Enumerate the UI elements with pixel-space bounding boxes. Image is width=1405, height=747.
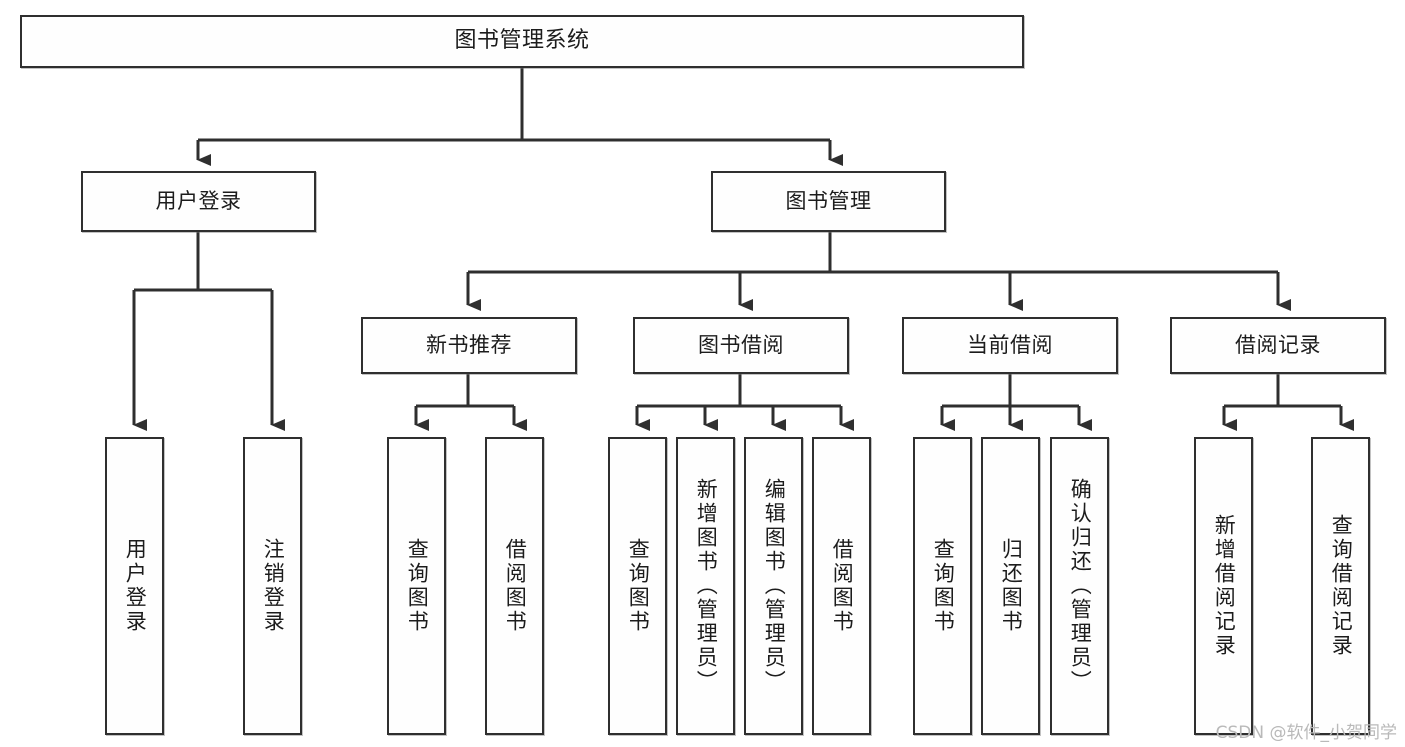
node-user-login[interactable]: 用户登录 (81, 171, 316, 232)
node-book-borrow[interactable]: 图书借阅 (633, 317, 849, 374)
node-leaf-query-book-borrow[interactable]: 查询图书 (608, 437, 667, 735)
node-leaf-confirm-return-admin[interactable]: 确认归还（管理员） (1050, 437, 1109, 735)
node-book-borrow-label: 图书借阅 (698, 332, 784, 357)
node-leaf-borrow-book[interactable]: 借阅图书 (812, 437, 871, 735)
node-leaf-query-book-borrow-label: 查询图书 (626, 538, 651, 634)
node-new-book-recommend[interactable]: 新书推荐 (361, 317, 577, 374)
node-borrow-record-label: 借阅记录 (1235, 332, 1321, 357)
node-leaf-add-borrow-record-label: 新增借阅记录 (1212, 514, 1237, 658)
node-leaf-borrow-book-recommend[interactable]: 借阅图书 (485, 437, 544, 735)
node-root-system-label: 图书管理系统 (454, 28, 590, 54)
node-leaf-borrow-book-label: 借阅图书 (830, 538, 855, 634)
node-leaf-query-borrow-record[interactable]: 查询借阅记录 (1311, 437, 1370, 735)
node-leaf-logout[interactable]: 注销登录 (243, 437, 302, 735)
node-leaf-query-book-recommend[interactable]: 查询图书 (387, 437, 446, 735)
node-leaf-return-book-label: 归还图书 (999, 538, 1024, 634)
node-leaf-add-borrow-record[interactable]: 新增借阅记录 (1194, 437, 1253, 735)
node-new-book-recommend-label: 新书推荐 (426, 332, 512, 357)
node-book-management-label: 图书管理 (785, 188, 872, 213)
node-book-management[interactable]: 图书管理 (711, 171, 946, 232)
node-leaf-query-book-current-label: 查询图书 (931, 538, 956, 634)
node-leaf-query-book-current[interactable]: 查询图书 (913, 437, 972, 735)
node-root-system[interactable]: 图书管理系统 (20, 15, 1024, 68)
node-leaf-add-book-admin-label: 新增图书（管理员） (694, 478, 719, 694)
node-leaf-query-borrow-record-label: 查询借阅记录 (1329, 514, 1354, 658)
node-leaf-borrow-book-recommend-label: 借阅图书 (503, 538, 528, 634)
node-user-login-label: 用户登录 (155, 188, 242, 213)
node-leaf-edit-book-admin[interactable]: 编辑图书（管理员） (744, 437, 803, 735)
node-leaf-add-book-admin[interactable]: 新增图书（管理员） (676, 437, 735, 735)
node-leaf-query-book-recommend-label: 查询图书 (405, 538, 430, 634)
node-leaf-logout-label: 注销登录 (261, 538, 286, 634)
node-leaf-edit-book-admin-label: 编辑图书（管理员） (762, 478, 787, 694)
node-leaf-user-login[interactable]: 用户登录 (105, 437, 164, 735)
node-current-borrow[interactable]: 当前借阅 (902, 317, 1118, 374)
node-leaf-return-book[interactable]: 归还图书 (981, 437, 1040, 735)
node-borrow-record[interactable]: 借阅记录 (1170, 317, 1386, 374)
node-current-borrow-label: 当前借阅 (967, 332, 1053, 357)
watermark-text: CSDN @软件_小贺同学 (1215, 723, 1397, 743)
node-leaf-confirm-return-admin-label: 确认归还（管理员） (1068, 478, 1093, 694)
node-leaf-user-login-label: 用户登录 (123, 538, 148, 634)
